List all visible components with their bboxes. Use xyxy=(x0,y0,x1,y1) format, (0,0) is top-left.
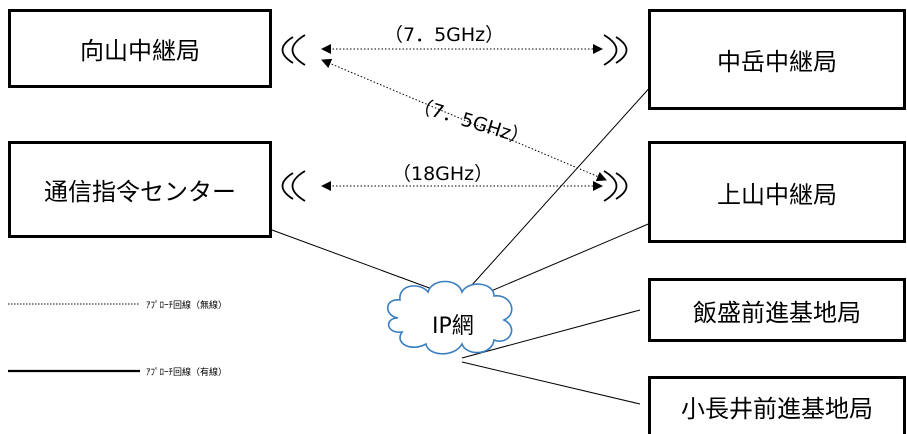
ip-network-label: IP網 xyxy=(432,314,474,339)
node-kamiyama: 上山中継局 xyxy=(648,141,906,243)
node-konagai-label: 小長井前進基地局 xyxy=(681,395,873,423)
node-kamiyama-label: 上山中継局 xyxy=(717,180,837,209)
node-mukaiyama-label: 向山中継局 xyxy=(80,37,200,65)
wire-ip-iimori xyxy=(461,309,641,359)
ip-network-cloud xyxy=(386,280,513,355)
wireless-mukaiyama-kamiyama xyxy=(321,58,607,182)
antenna-center xyxy=(281,170,306,202)
antenna-nakadake xyxy=(603,34,628,66)
legend-wired-label: ｱﾌﾟﾛｰﾁ回線（有線） xyxy=(146,368,228,378)
legend-wireless-label: ｱﾌﾟﾛｰﾁ回線（無線） xyxy=(146,301,228,311)
wire-kamiyama-ip xyxy=(469,221,654,301)
node-iimori: 飯盛前進基地局 xyxy=(648,278,906,342)
freq-label-mukaiyama-nakadake: （7．5GHz） xyxy=(384,24,505,46)
node-konagai: 小長井前進基地局 xyxy=(648,376,906,434)
node-center: 通信指令センター xyxy=(8,141,272,238)
node-mukaiyama: 向山中継局 xyxy=(8,9,272,88)
antenna-mukaiyama xyxy=(281,34,306,66)
node-nakadake: 中岳中継局 xyxy=(648,9,906,110)
node-center-label: 通信指令センター xyxy=(44,178,236,206)
wire-ip-konagai xyxy=(461,361,641,405)
antenna-kamiyama xyxy=(603,170,628,202)
node-nakadake-label: 中岳中継局 xyxy=(717,48,837,76)
freq-label-center-kamiyama: （18GHz） xyxy=(392,163,494,185)
node-iimori-label: 飯盛前進基地局 xyxy=(693,298,861,327)
